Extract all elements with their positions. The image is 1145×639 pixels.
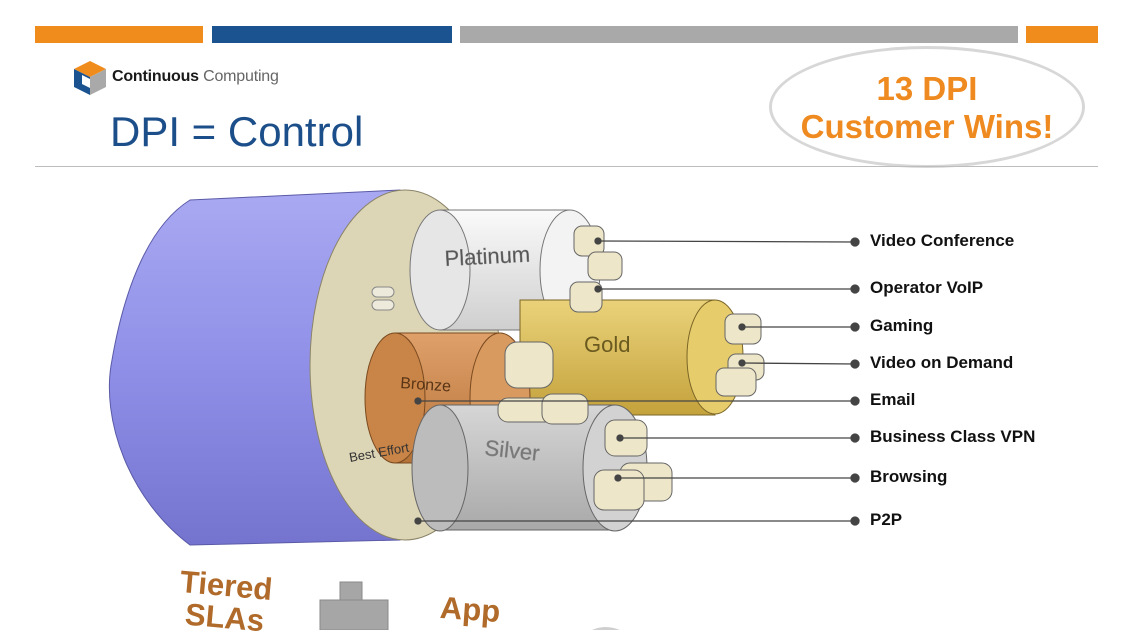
gold-label: Gold — [584, 332, 630, 357]
header-bar-orange-left — [35, 26, 203, 43]
pin-bronze-top — [504, 341, 554, 389]
header-bar-orange-right — [1026, 26, 1098, 43]
header-bar-gray — [460, 26, 1018, 43]
label-video-conference: Video Conference — [870, 231, 1015, 250]
bronze-tube-back — [364, 332, 426, 464]
page-title: DPI = Control — [110, 108, 364, 155]
label-gaming: Gaming — [870, 316, 934, 335]
label-email: Email — [870, 390, 916, 409]
bottom-gray-fragment — [592, 627, 620, 630]
face-stub-2 — [371, 299, 395, 311]
callout-line-2: Customer Wins! — [800, 108, 1054, 145]
brand-name-light: Computing — [203, 68, 279, 85]
label-browsing: Browsing — [870, 467, 948, 486]
label-business-class-vpn: Business Class VPN — [870, 427, 1036, 446]
brand-name-bold: Continuous — [112, 68, 199, 85]
pin-extra-platinum — [587, 251, 623, 281]
label-video-on-demand: Video on Demand — [870, 353, 1014, 372]
header-divider — [35, 166, 1098, 167]
pin-email-2 — [541, 393, 589, 425]
platinum-label: Platinum — [444, 242, 531, 271]
face-stub-1 — [371, 286, 395, 298]
customer-wins-callout — [769, 46, 1085, 168]
bronze-label: Bronze — [400, 375, 452, 396]
silver-label: Silver — [483, 435, 540, 466]
leader-video-conference — [597, 240, 856, 243]
cube-logo-icon — [74, 61, 106, 95]
leader-video-on-demand — [741, 362, 856, 365]
brand-name: Continuous Computing — [112, 68, 279, 86]
blocks-icon — [319, 581, 389, 630]
platinum-tube-back — [409, 209, 471, 331]
silver-tube-back — [411, 404, 469, 532]
app-word: App — [438, 589, 502, 630]
pin-vod-2 — [715, 367, 757, 397]
header-bar-blue — [212, 26, 452, 43]
callout-line-1: 13 DPI — [876, 70, 978, 107]
slas-word: SLAs — [183, 596, 266, 639]
pin-operator-voip — [569, 281, 603, 313]
label-operator-voip: Operator VoIP — [870, 278, 984, 297]
pin-browsing-2 — [593, 469, 645, 511]
label-p2p: P2P — [870, 510, 903, 529]
